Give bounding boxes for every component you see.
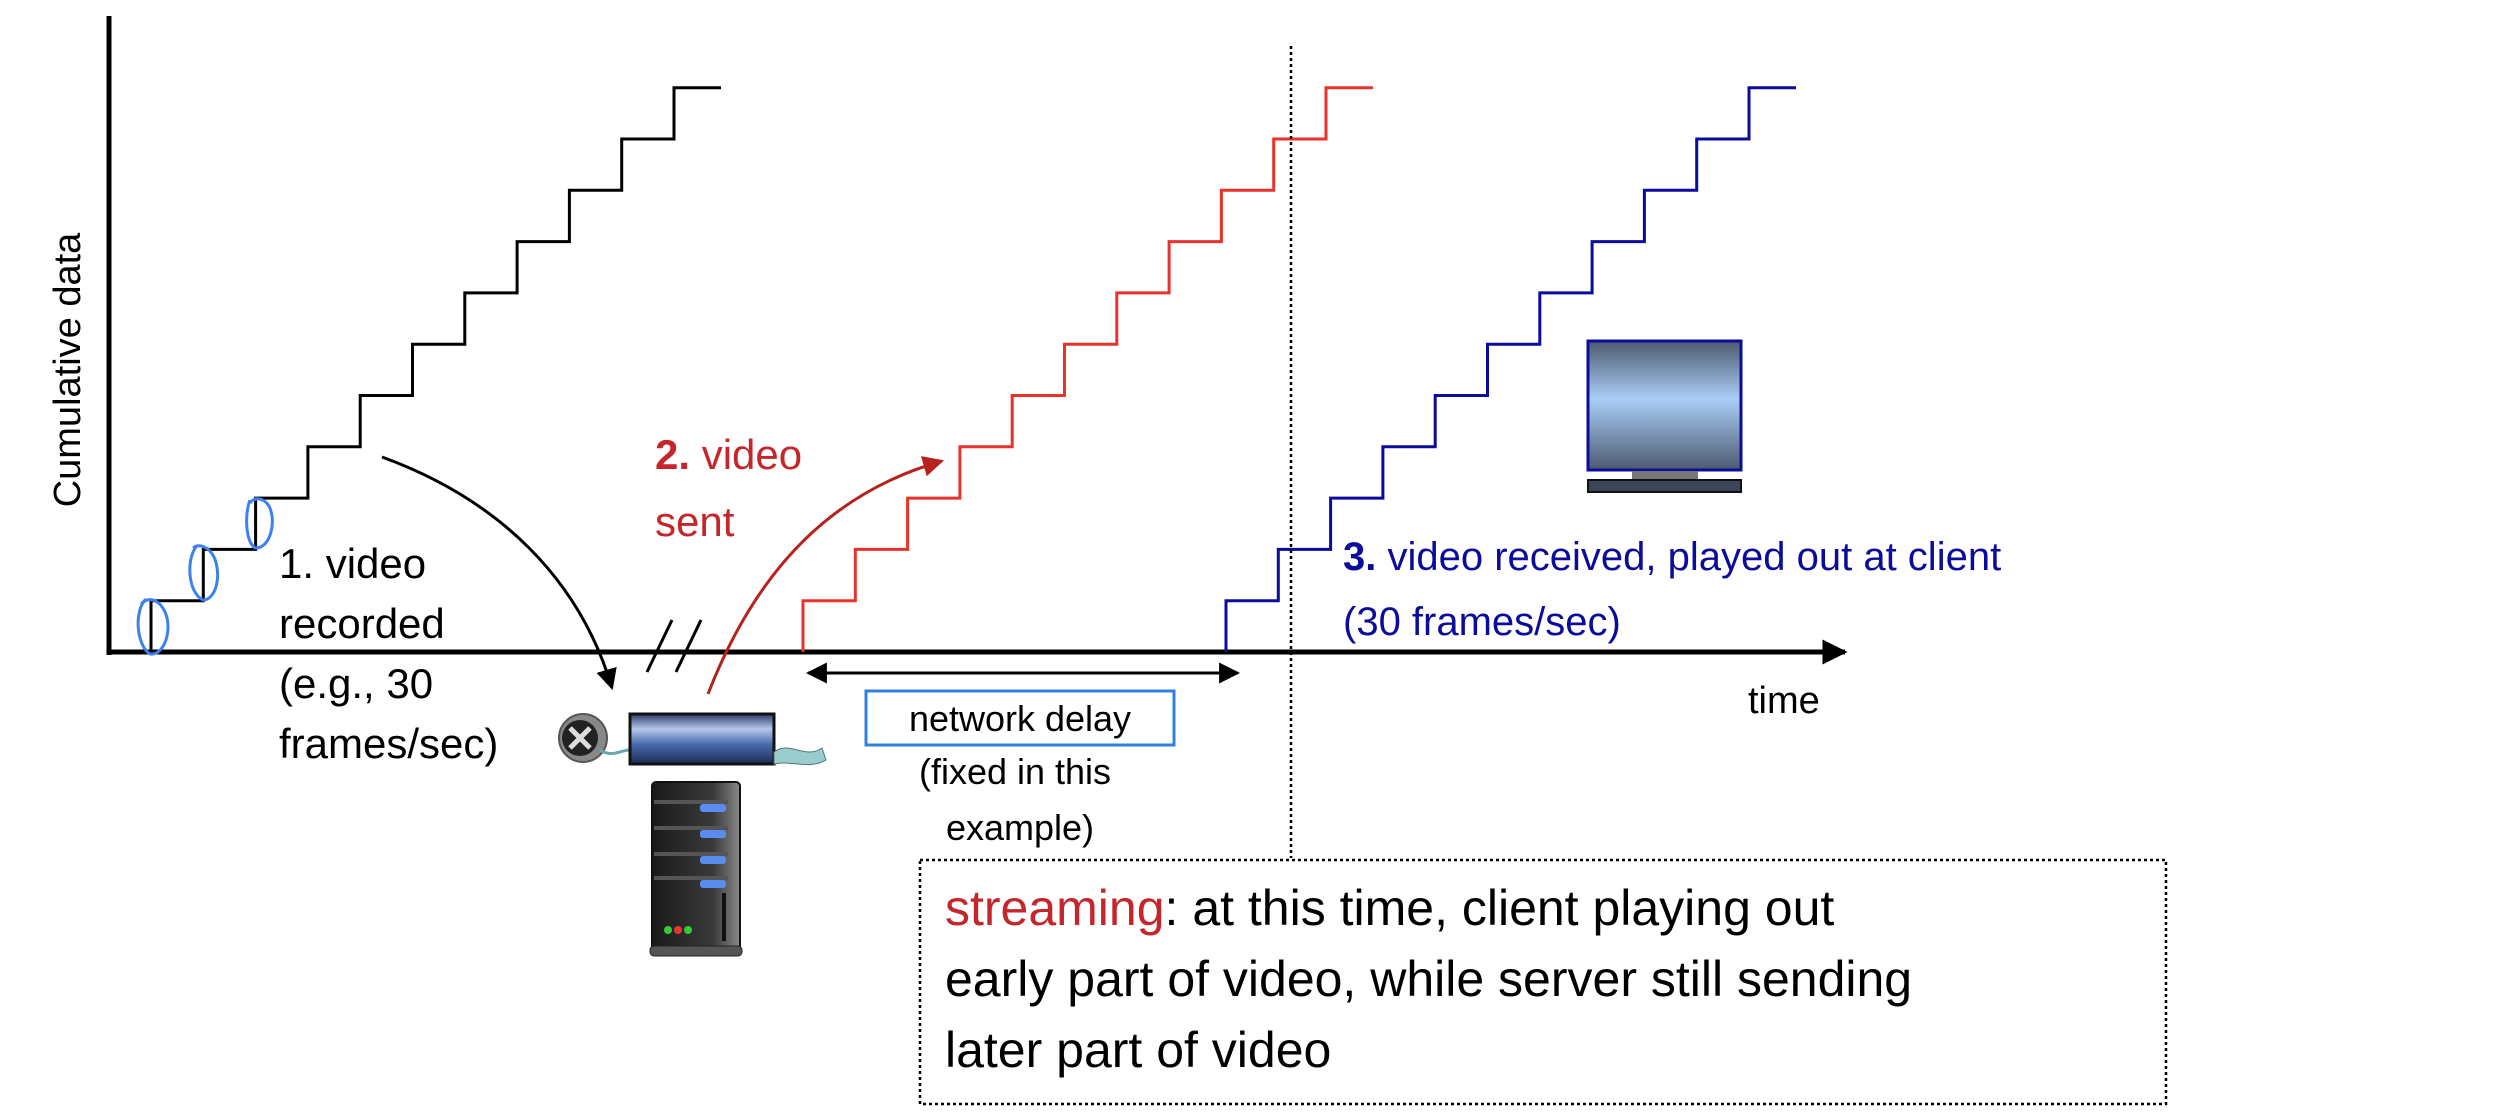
monitor-icon	[1586, 339, 1743, 493]
annotation-ellipse	[136, 597, 170, 656]
video-camera-icon	[558, 712, 827, 766]
received-staircase	[1224, 86, 1796, 652]
received-label: 3. video received, played out at client …	[1343, 535, 2012, 644]
x-axis-label: time	[1748, 680, 1820, 722]
axis-break-icon	[645, 619, 703, 673]
network-delay-note: (fixed in this example)	[919, 751, 1121, 848]
network-delay-box	[864, 689, 1176, 747]
recorded-to-server-arrow	[381, 455, 617, 691]
annotation-ellipse	[245, 497, 274, 550]
sent-label: 2. video sent	[655, 431, 814, 545]
recorded-label: 1. video recorded (e.g., 30 frames/sec)	[279, 540, 498, 767]
sent-staircase	[801, 86, 1373, 652]
highlight-annotations	[136, 497, 274, 656]
streaming-callout-text: streaming: at this time, client playing …	[945, 880, 1926, 1078]
recorded-staircase	[149, 86, 721, 652]
annotation-ellipse	[188, 544, 219, 602]
server-icon	[649, 781, 743, 957]
network-delay-title: network delay	[909, 698, 1131, 739]
streaming-callout-box	[918, 858, 2168, 1106]
y-axis-label: Cumulative data	[47, 232, 89, 507]
server-send-arrow	[706, 456, 945, 695]
